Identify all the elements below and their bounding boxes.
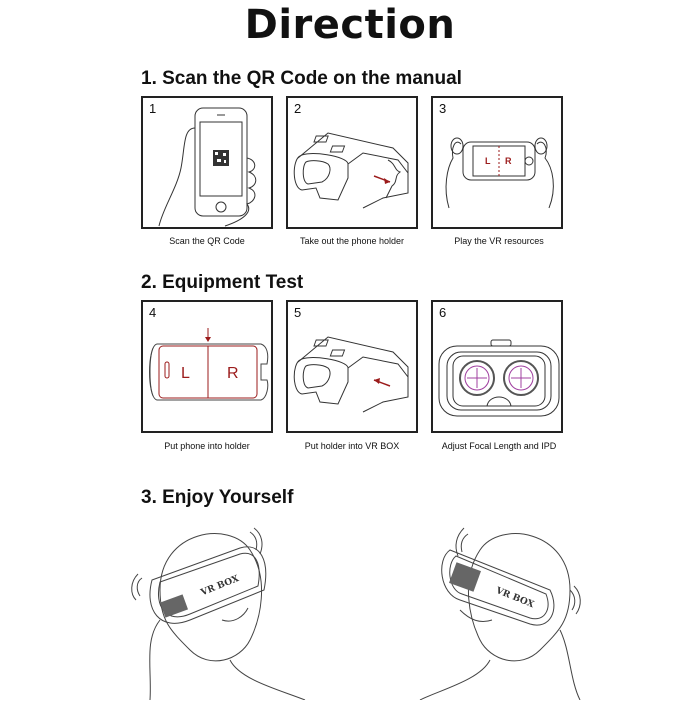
step-number: 2 [294,101,302,116]
section-heading-scan: 1. Scan the QR Code on the manual [141,68,462,89]
head-wearing-vr-left-icon: VR BOX [131,527,306,701]
phone-in-holder-icon: L R [149,328,269,401]
step-caption-6: Adjust Focal Length and IPD [441,441,557,451]
right-eye-label: R [227,365,239,382]
step-panel-6: 6 [431,300,563,433]
left-eye-label: L [181,365,190,382]
step-panel-5: 5 [286,300,418,433]
page-title: Direction [244,2,456,48]
step-panel-1: 1 [141,96,273,229]
vr-headset-insert-holder-icon [293,336,409,413]
section-heading-equipment-test: 2. Equipment Test [141,272,304,293]
step-caption-1: Scan the QR Code [169,236,245,246]
step-caption-4: Put phone into holder [164,441,250,451]
step-number: 3 [439,101,447,116]
scene-left: VR BOX [130,520,330,705]
step-caption-3: Play the VR resources [454,236,544,246]
vr-lenses-icon [438,339,560,417]
step-panel-4: 4 L R [141,300,273,433]
vr-box-brand-label: VR BOX [199,574,241,599]
step-caption-2: Take out the phone holder [299,236,405,246]
step-number: 6 [439,305,447,320]
step-number: 4 [149,305,157,320]
vr-box-brand-label: VR BOX [493,586,535,611]
step-caption-5: Put holder into VR BOX [304,441,400,451]
step-panel-3: 3 L R [431,96,563,229]
vr-headset-remove-holder-icon [293,132,409,209]
step-number: 5 [294,305,302,320]
hand-holding-phone-icon [158,107,257,227]
step-number: 1 [149,101,157,116]
right-eye-label: R [505,156,512,166]
scene-right: VR BOX [400,520,600,705]
step-panel-2: 2 [286,96,418,229]
hands-holding-phone-icon: L R [445,137,554,209]
head-wearing-vr-right-icon: VR BOX [419,527,581,701]
left-eye-label: L [485,156,491,166]
section-heading-enjoy: 3. Enjoy Yourself [141,487,294,508]
